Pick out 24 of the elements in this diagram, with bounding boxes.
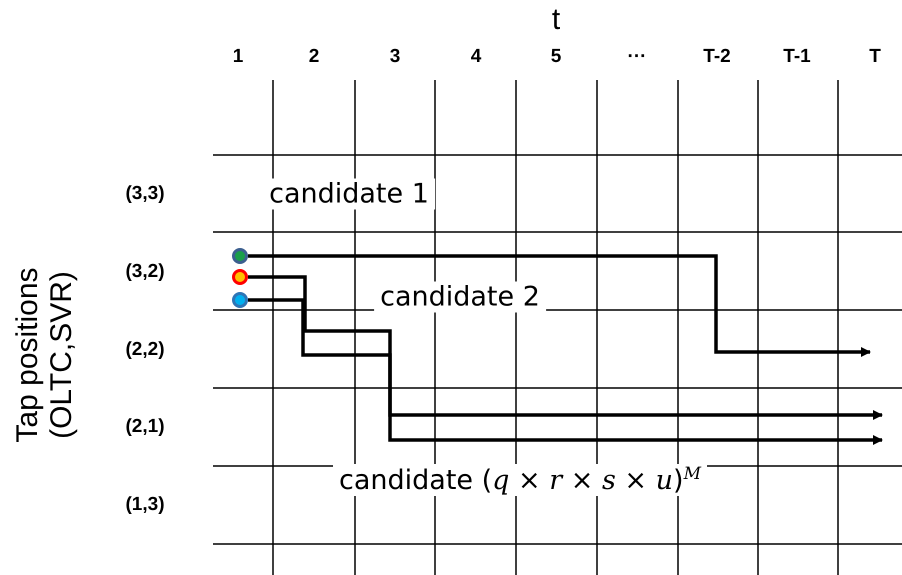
marker-dot	[232, 248, 248, 264]
axis-title: Tap positions (OLTC,SVR)	[11, 266, 79, 445]
row-label: (1,3)	[125, 494, 165, 516]
column-label: 2	[308, 46, 320, 68]
arrow	[248, 298, 883, 445]
candidate-label: candidate (q × r × s × u)$^{M}$	[333, 464, 707, 496]
column-label: 5	[550, 46, 562, 68]
row-label: (3,3)	[125, 183, 165, 205]
column-label: 1	[232, 46, 244, 68]
column-label: 4	[470, 46, 482, 68]
column-label: 3	[390, 46, 400, 68]
row-label: (2,1)	[125, 416, 165, 438]
column-label: T-2	[703, 46, 731, 68]
column-label: T	[869, 46, 881, 68]
column-label: ···	[628, 46, 646, 68]
arrow	[248, 254, 871, 357]
axis-title: t	[552, 3, 560, 37]
column-label: T-1	[783, 46, 811, 68]
marker-dot	[232, 269, 248, 285]
marker-dot	[232, 292, 248, 308]
candidate-label: candidate 2	[374, 282, 546, 312]
row-label: (2,2)	[125, 339, 165, 361]
arrow	[248, 275, 883, 420]
row-label: (3,2)	[125, 261, 165, 283]
